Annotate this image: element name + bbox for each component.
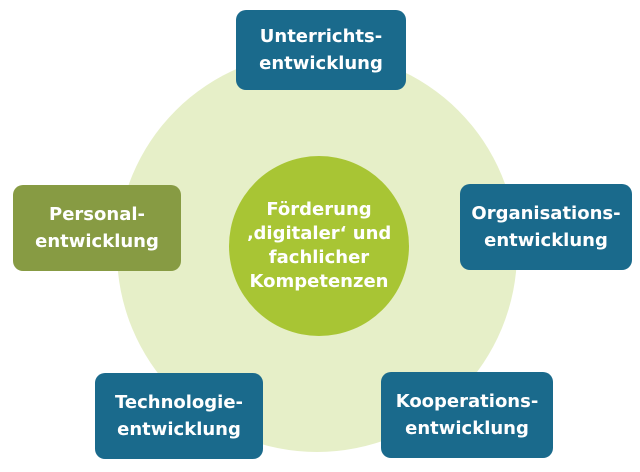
node-label: Kooperations- entwicklung bbox=[395, 391, 539, 439]
center-label: Förderung ‚digitaler‘ und fachlicher Kom… bbox=[246, 199, 392, 292]
node-label: Organisations- entwicklung bbox=[471, 203, 621, 251]
node-label: Technologie- entwicklung bbox=[114, 392, 244, 440]
node-kooperationsentwicklung: Kooperations- entwicklung bbox=[381, 372, 553, 458]
node-label: Unterrichts- entwicklung bbox=[259, 26, 383, 74]
node-unterrichtsentwicklung: Unterrichts- entwicklung bbox=[236, 10, 406, 90]
node-organisationsentwicklung: Organisations- entwicklung bbox=[460, 184, 632, 270]
node-personalentwicklung: Personal- entwicklung bbox=[13, 185, 181, 271]
center-circle: Förderung ‚digitaler‘ und fachlicher Kom… bbox=[229, 156, 409, 336]
node-technologieentwicklung: Technologie- entwicklung bbox=[95, 373, 263, 459]
node-label: Personal- entwicklung bbox=[35, 204, 159, 252]
